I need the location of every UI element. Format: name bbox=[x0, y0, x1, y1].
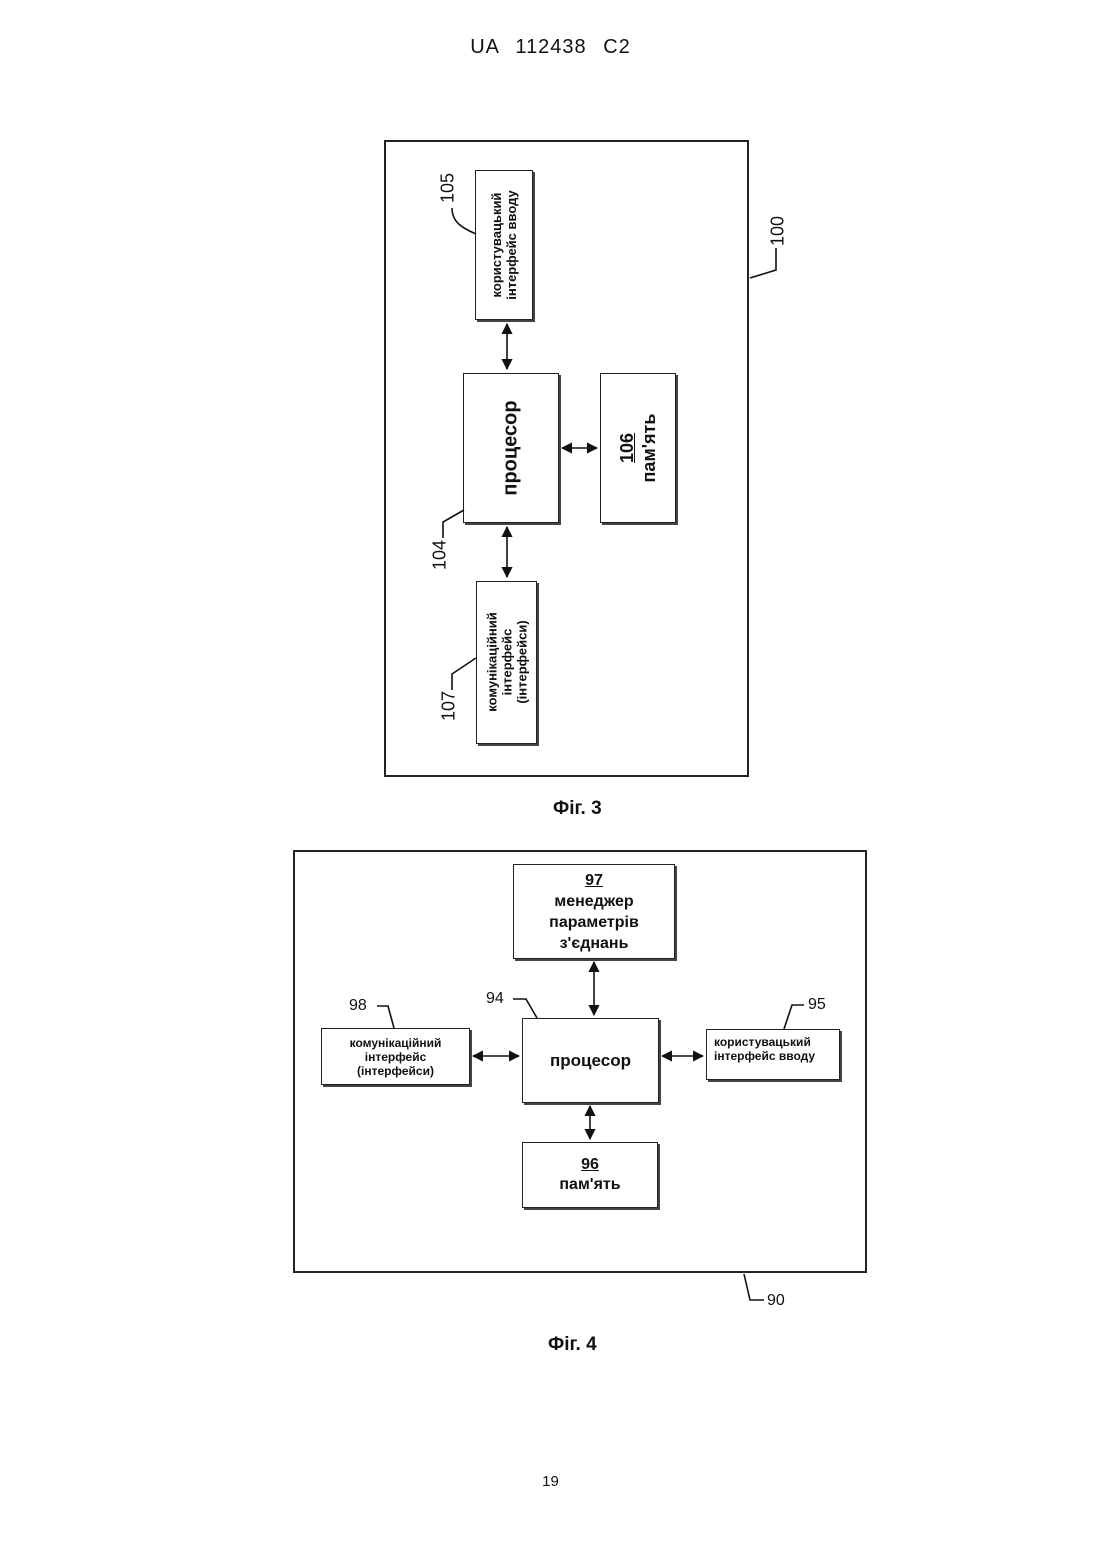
fig3-leader-105 bbox=[452, 208, 476, 234]
fig3-leader-104 bbox=[443, 510, 464, 538]
fig4-leader-98 bbox=[377, 1006, 394, 1028]
fig4-leader-90 bbox=[744, 1274, 764, 1300]
page-number: 19 bbox=[0, 1473, 1101, 1490]
fig4-leader-95 bbox=[784, 1005, 804, 1029]
fig4-leader-94 bbox=[513, 999, 537, 1018]
fig3-leader-100 bbox=[750, 248, 776, 278]
fig3-leader-107 bbox=[452, 658, 476, 690]
